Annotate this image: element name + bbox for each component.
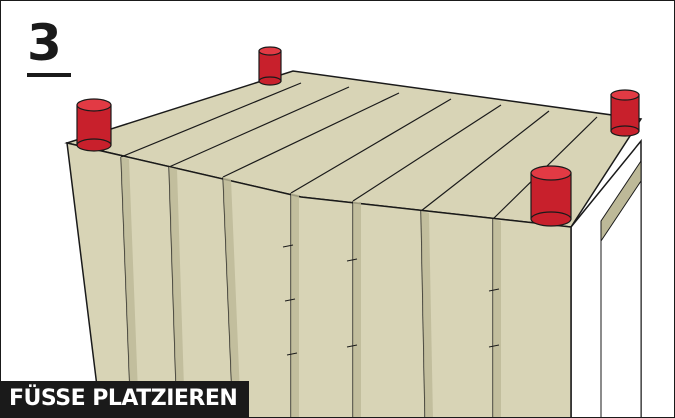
step-caption: FÜSSE PLATZIEREN bbox=[1, 381, 249, 417]
step-number: 3 bbox=[27, 15, 62, 71]
step-underline bbox=[27, 73, 71, 77]
foot-front-left bbox=[77, 99, 111, 151]
foot-back-left bbox=[259, 47, 281, 85]
foot-front-right bbox=[531, 166, 571, 226]
foot-back-right bbox=[611, 90, 639, 136]
